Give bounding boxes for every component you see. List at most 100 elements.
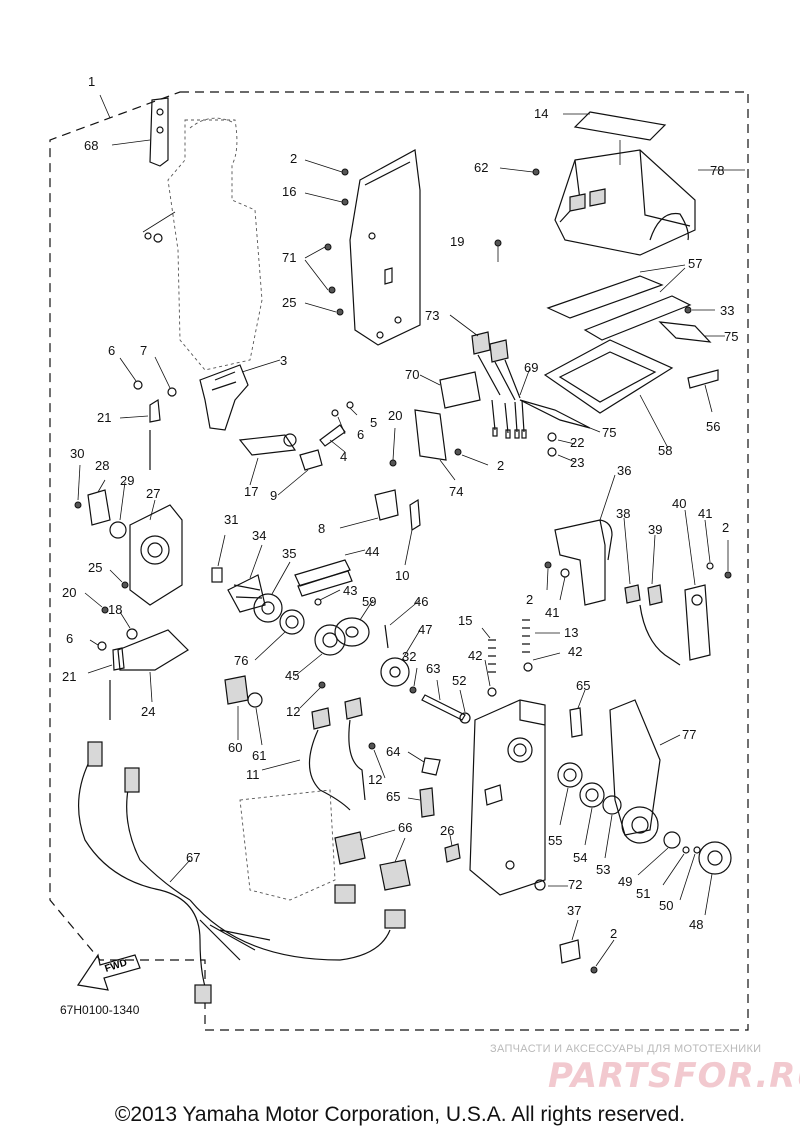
callout-3: 3 [280,353,287,368]
callout-7: 7 [140,343,147,358]
callout-38: 38 [616,506,630,521]
ghost-control-box [167,117,263,371]
callout-53: 53 [596,862,610,877]
spring-15 [481,627,496,673]
bracket-21-upper [119,398,161,470]
watermark-logo: PARTSFOR.RU [548,1056,800,1096]
plugs [334,884,406,929]
main-housing [469,699,546,896]
ring-76 [254,609,305,661]
throttle-arm-77 [609,699,681,844]
screws-plate [324,168,349,316]
callout-78: 78 [710,163,724,178]
label-plate-14 [563,111,667,165]
plate-65-upper [569,689,586,738]
callout-59: 59 [362,594,376,609]
pad-65-lower [407,787,435,818]
callout-33: 33 [720,303,734,318]
top-cover-78 [554,149,696,256]
lever-40 [684,509,711,661]
washer-49-51 [637,831,690,886]
cable-11 [308,729,351,811]
wiring-harness-67 [78,741,391,1004]
callout-61: 61 [252,748,266,763]
callout-24: 24 [141,704,155,719]
callout-32: 32 [402,649,416,664]
clip-53 [602,795,622,859]
plate-28 [87,479,111,526]
callout-47: 47 [418,622,432,637]
callout-44: 44 [365,544,379,559]
callout-10: 10 [395,568,409,583]
rod-4 [319,424,346,453]
cable-12 [348,719,366,801]
bearing-55 [557,762,583,826]
callout-40: 40 [672,496,686,511]
callout-27: 27 [146,486,160,501]
copyright-notice: ©2013 Yamaha Motor Corporation, U.S.A. A… [114,1103,686,1126]
callout-20: 20 [388,408,402,423]
callout-51: 51 [636,886,650,901]
gear-35 [253,561,291,623]
spring-pack-44 [294,549,366,597]
callout-45: 45 [285,668,299,683]
callout-6: 6 [108,343,115,358]
callout-48: 48 [689,917,703,932]
bracket-75-upper [658,321,725,343]
callout-77: 77 [682,727,696,742]
callout-20: 20 [62,585,76,600]
plate-70 [419,371,481,409]
arm-17 [238,433,297,486]
callout-2: 2 [610,926,617,941]
gear-45 [294,624,346,677]
callout-16: 16 [282,184,296,199]
switch-73 [449,314,521,401]
callout-55: 55 [548,833,562,848]
callout-42: 42 [468,648,482,663]
bracket-57 [546,264,692,341]
spring-31 [211,567,223,583]
callout-54: 54 [573,850,587,865]
callout-14: 14 [534,106,548,121]
callout-9: 9 [270,488,277,503]
shaft-63 [421,679,466,721]
callout-26: 26 [440,823,454,838]
link-9 [277,449,323,496]
block-26 [444,834,461,863]
gear-47 [380,629,421,687]
mounting-plate [349,149,421,346]
bracket-8 [339,489,399,529]
switch-38 [623,517,641,604]
callout-17: 17 [244,484,258,499]
callout-30: 30 [70,446,84,461]
callout-74: 74 [449,484,463,499]
assembly-boundary [49,91,749,1031]
callout-11: 11 [246,767,260,782]
callout-2: 2 [526,592,533,607]
callout-34: 34 [252,528,266,543]
callout-66: 66 [398,820,412,835]
callout-75: 75 [724,329,738,344]
clip-10 [404,498,421,566]
callout-62: 62 [474,160,488,175]
callout-39: 39 [648,522,662,537]
connector-60 [224,675,249,740]
switch-39 [647,534,663,606]
callout-4: 4 [340,449,347,464]
callout-35: 35 [282,546,296,561]
callout-58: 58 [658,443,672,458]
callout-28: 28 [95,458,109,473]
callout-31: 31 [224,512,238,527]
callout-49: 49 [618,874,632,889]
cap-64 [407,751,441,776]
diagram-code: 67H0100-1340 [60,1003,140,1017]
callout-46: 46 [414,594,428,609]
callout-64: 64 [386,744,400,759]
callout-70: 70 [405,367,419,382]
callout-21: 21 [97,410,111,425]
callout-15: 15 [458,613,472,628]
callout-72: 72 [568,877,582,892]
callout-5: 5 [370,415,377,430]
